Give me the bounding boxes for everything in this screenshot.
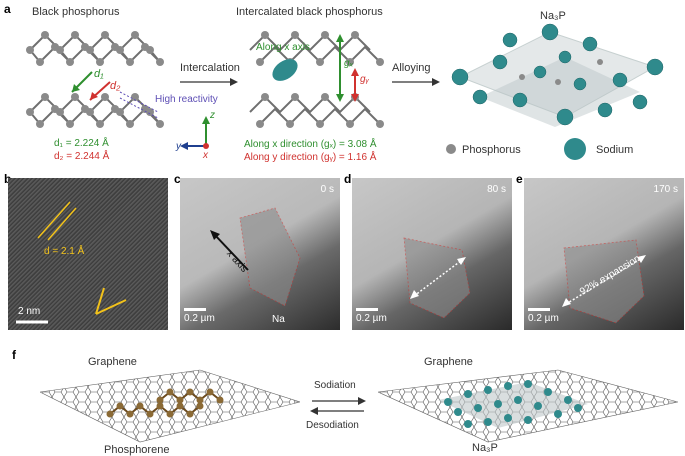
alloying-arrow	[392, 78, 440, 86]
black-phosphorus-title: Black phosphorus	[32, 6, 120, 18]
gx-value: Along x direction (gₓ) = 3.08 Å	[244, 139, 377, 150]
d2-value: d₂ = 2.244 Å	[54, 151, 110, 162]
na3p-structure	[451, 23, 664, 127]
tem-80s-overlay	[403, 237, 471, 319]
tem-170s-overlay	[562, 239, 646, 324]
intercalated-structure	[249, 31, 384, 128]
graphene-na3p-sheet	[378, 369, 678, 443]
intercalation-arrow	[180, 78, 238, 86]
axis-x-label: x	[203, 150, 208, 161]
na3p-f-label: Na₃P	[472, 442, 498, 454]
panel-a-label: a	[4, 2, 11, 16]
axis-triad	[180, 116, 210, 150]
tem-170s-image: 92% expansion 170 s 0.2 µm	[524, 178, 684, 330]
desodiation-label: Desodiation	[306, 420, 359, 431]
alloying-label: Alloying	[392, 62, 431, 74]
axis-z-label: z	[210, 110, 215, 121]
panel-b-label: b	[4, 172, 11, 186]
graphene-left-label: Graphene	[88, 356, 137, 368]
high-reactivity-label: High reactivity	[155, 94, 218, 105]
d2-label: d₂	[110, 80, 121, 92]
panel-b-scale-label: 2 nm	[18, 306, 41, 317]
phosphorus-legend-label: Phosphorus	[462, 144, 521, 156]
panel-c-label: c	[174, 172, 181, 186]
sodiation-label: Sodiation	[314, 380, 356, 391]
hrtem-image: d = 2.1 Å 2 nm	[8, 178, 168, 330]
intercalated-title: Intercalated black phosphorus	[236, 6, 383, 18]
axis-y-label: y	[176, 141, 181, 152]
panel-e-time: 170 s	[653, 184, 678, 195]
sodium-legend-label: Sodium	[596, 144, 634, 156]
panel-d-scale-label: 0.2 µm	[356, 313, 387, 324]
panel-c-time: 0 s	[320, 184, 334, 195]
panel-f-label: f	[12, 348, 16, 362]
panel-e-label: e	[516, 172, 523, 186]
intercalation-label: Intercalation	[180, 62, 240, 74]
hrtem-annotations	[16, 201, 127, 324]
panel-e-scale-label: 0.2 µm	[528, 313, 559, 324]
gy-value: Along y direction (gᵧ) = 1.16 Å	[244, 152, 377, 163]
d1-value: d₁ = 2.224 Å	[54, 138, 109, 149]
phosphorene-label: Phosphorene	[104, 444, 170, 456]
panel-d-label: d	[344, 172, 352, 186]
sodium-legend-icon	[564, 138, 586, 160]
d-spacing-label: d = 2.1 Å	[44, 246, 85, 257]
panel-e-scale: 0.2 µm	[528, 308, 559, 324]
black-phosphorus-structure	[26, 31, 164, 128]
na3p-title: Na₃P	[540, 10, 566, 22]
sodiation-arrows	[310, 397, 366, 415]
d1-label: d₁	[94, 68, 104, 80]
graphene-phosphorene-sheet	[40, 369, 300, 443]
panel-c-scale: 0.2 µm	[184, 308, 215, 324]
panel-d-time: 80 s	[487, 184, 506, 195]
tem-0s-overlay	[210, 207, 301, 307]
gy-label: gᵧ	[360, 74, 370, 85]
graphene-right-label: Graphene	[424, 356, 473, 368]
panel-d-scale: 0.2 µm	[356, 308, 387, 324]
along-x-axis-label: Along x axis	[256, 42, 310, 53]
na-label: Na	[272, 314, 285, 325]
phosphorus-legend-icon	[446, 144, 456, 154]
tem-80s-image: 80 s 0.2 µm	[352, 178, 512, 330]
gx-label: gₓ	[344, 58, 354, 69]
tem-0s-image: 0 s x axis Na 0.2 µm	[180, 178, 340, 330]
panel-c-scale-label: 0.2 µm	[184, 313, 215, 324]
